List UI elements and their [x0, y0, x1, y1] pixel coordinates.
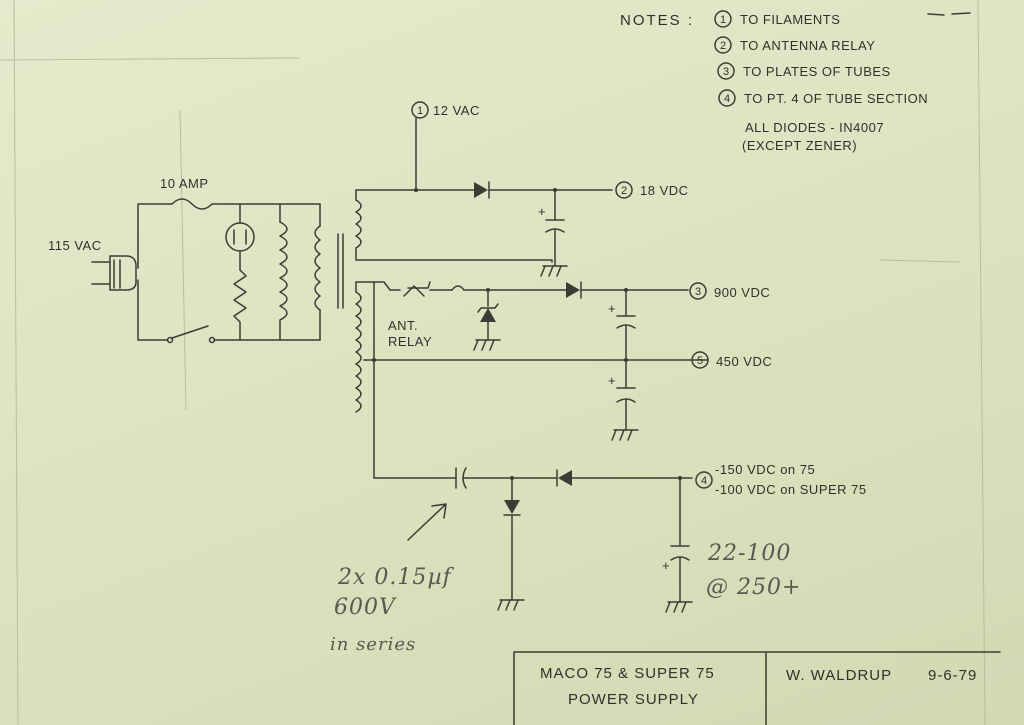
svg-text:1: 1 — [417, 105, 423, 117]
ground-icon — [473, 339, 501, 351]
fuse-symbol — [171, 198, 213, 210]
relay-label-line2: RELAY — [388, 334, 432, 349]
bias-cap-value-note: 22-100 — [707, 541, 791, 566]
output-450vdc: 5 450 VDC — [691, 351, 772, 369]
ground-icon — [540, 265, 568, 277]
output-12vac: 1 12 VAC — [411, 101, 480, 119]
annotation-arrow-icon — [407, 503, 447, 541]
output-900vdc-label: 900 VDC — [714, 285, 770, 300]
drawing-date: 9-6-79 — [928, 667, 977, 684]
filament-winding — [355, 199, 362, 249]
svg-text:3: 3 — [723, 66, 729, 78]
paper-show-through — [0, 0, 986, 725]
hv-winding — [355, 291, 362, 413]
diode-900v-icon — [566, 281, 582, 299]
caps-voltage-note: 600V — [334, 595, 397, 620]
filament-supply: 1 12 VAC + 2 18 VDC — [355, 101, 689, 277]
note-4: 4 TO PT. 4 OF TUBE SECTION — [718, 89, 928, 107]
svg-text:+: + — [538, 204, 546, 219]
output-18vdc-label: 18 VDC — [640, 183, 689, 198]
handwritten-notes: 2x 0.15µf 600V in series 22-100 @ 250+ — [330, 503, 801, 655]
relay-label-line1: ANT. — [388, 318, 418, 333]
primary-winding — [279, 221, 288, 321]
neon-lamp-symbol — [225, 203, 255, 271]
antenna-relay-contacts — [383, 281, 465, 297]
zener-note: (EXCEPT ZENER) — [742, 138, 857, 153]
svg-text:TO FILAMENTS: TO FILAMENTS — [740, 12, 840, 27]
output-18vdc: 2 18 VDC — [615, 181, 689, 199]
filter-capacitor-18v: + — [538, 189, 565, 267]
svg-text:+: + — [608, 301, 616, 316]
bias-supply: + 4 -150 VDC on 75 -100 VDC on SUPER 75 — [455, 462, 867, 613]
notes-heading: NOTES : — [620, 12, 694, 29]
power-switch-symbol — [166, 325, 216, 344]
output-bias-label-super75: -100 VDC on SUPER 75 — [715, 482, 867, 497]
drawing-author: W. WALDRUP — [786, 667, 892, 684]
svg-text:3: 3 — [695, 286, 701, 298]
svg-text:TO PT. 4 OF TUBE SECTION: TO PT. 4 OF TUBE SECTION — [744, 91, 928, 106]
svg-text:TO ANTENNA RELAY: TO ANTENNA RELAY — [740, 38, 875, 53]
svg-text:+: + — [662, 558, 670, 573]
svg-text:2: 2 — [621, 185, 627, 197]
output-450vdc-label: 450 VDC — [716, 354, 772, 369]
caps-series-note: in series — [330, 634, 416, 655]
output-900vdc: 3 900 VDC — [689, 282, 770, 300]
svg-text:+: + — [608, 373, 616, 388]
diodes-note: ALL DIODES - IN4007 — [745, 120, 884, 135]
caps-value-note: 2x 0.15µf — [337, 565, 455, 590]
ground-icon — [665, 601, 693, 613]
ground-icon — [611, 429, 639, 441]
zener-diode-icon — [477, 289, 499, 341]
output-12vac-label: 12 VAC — [433, 103, 480, 118]
bias-filter-capacitor: + — [662, 477, 690, 603]
dropping-resistor-symbol — [233, 269, 247, 341]
ac-plug-icon — [91, 255, 137, 291]
output-bias: 4 -150 VDC on 75 -100 VDC on SUPER 75 — [695, 462, 867, 497]
input-section: 115 VAC 10 AMP — [48, 176, 344, 344]
note-1: 1 TO FILAMENTS — [714, 10, 840, 28]
svg-text:TO PLATES OF TUBES: TO PLATES OF TUBES — [743, 64, 891, 79]
input-voltage-label: 115 VAC — [48, 238, 102, 253]
svg-text:1: 1 — [720, 14, 726, 26]
fuse-label: 10 AMP — [160, 176, 209, 191]
svg-text:5: 5 — [697, 355, 703, 367]
drawing-title: MACO 75 & SUPER 75 — [540, 665, 715, 682]
diode-18v-icon — [474, 181, 490, 199]
ground-icon — [497, 599, 525, 611]
title-block: MACO 75 & SUPER 75 POWER SUPPLY W. WALDR… — [513, 651, 1001, 725]
secondary-primary-winding — [314, 225, 321, 311]
bias-cap-voltage-note: @ 250+ — [706, 575, 801, 600]
diode-bias-icon — [556, 469, 572, 487]
svg-text:4: 4 — [701, 475, 707, 487]
svg-text:4: 4 — [724, 93, 730, 105]
notes-block: NOTES : 1 TO FILAMENTS 2 TO ANTENNA RELA… — [620, 10, 971, 153]
output-bias-label-75: -150 VDC on 75 — [715, 462, 815, 477]
high-voltage-supply: ANT. RELAY + — [355, 281, 772, 479]
clamp-diode-icon — [503, 477, 521, 601]
drawing-subtitle: POWER SUPPLY — [568, 691, 699, 708]
note-3: 3 TO PLATES OF TUBES — [717, 62, 891, 80]
note-2: 2 TO ANTENNA RELAY — [714, 36, 875, 54]
filter-capacitor-stack: + + — [608, 289, 636, 431]
svg-text:2: 2 — [720, 40, 726, 52]
